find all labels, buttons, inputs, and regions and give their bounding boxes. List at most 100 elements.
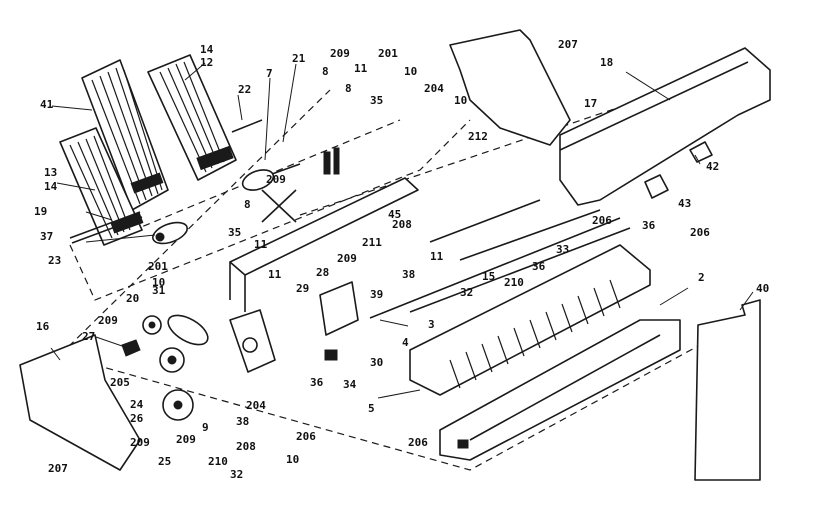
callout-label: 36 bbox=[532, 260, 546, 273]
callout-label: 210 bbox=[504, 276, 524, 289]
callout-label: 37 bbox=[40, 230, 53, 243]
callout-label: 11 bbox=[430, 250, 444, 263]
callout-label: 10 bbox=[454, 94, 467, 107]
callout-label: 15 bbox=[482, 270, 495, 283]
callout-label: 11 bbox=[254, 238, 268, 251]
callout-label: 41 bbox=[40, 98, 54, 111]
callout-label: 18 bbox=[600, 56, 613, 69]
callout-label: 206 bbox=[408, 436, 428, 449]
callout-label: 204 bbox=[246, 399, 266, 412]
bottom-tray-2 bbox=[439, 319, 681, 461]
callout-label: 8 bbox=[345, 82, 352, 95]
leader-lines bbox=[50, 62, 754, 399]
callout-label: 8 bbox=[244, 198, 251, 211]
clip-42 bbox=[689, 141, 713, 163]
callout-label: 27 bbox=[82, 330, 95, 343]
front-cover-5 bbox=[409, 244, 651, 396]
callout-label: 35 bbox=[370, 94, 383, 107]
callout-label: 10 bbox=[152, 276, 165, 289]
gear-24 bbox=[159, 347, 185, 373]
gear-25 bbox=[162, 389, 194, 421]
callout-label: 34 bbox=[343, 378, 357, 391]
callout-label: 25 bbox=[158, 455, 171, 468]
callout-label: 36 bbox=[642, 219, 656, 232]
ribbon-module-41 bbox=[81, 59, 169, 211]
callout-label: 35 bbox=[228, 226, 241, 239]
callout-label: 22 bbox=[238, 83, 251, 96]
shaft-19-37 bbox=[69, 211, 143, 244]
callout-label: 209 bbox=[330, 47, 350, 60]
callout-label: 206 bbox=[690, 226, 710, 239]
callout-label: 42 bbox=[706, 160, 719, 173]
callout-label: 207 bbox=[48, 462, 68, 475]
callout-label: 209 bbox=[176, 433, 196, 446]
callout-label: 38 bbox=[402, 268, 415, 281]
callout-label: 9 bbox=[202, 421, 209, 434]
callout-label: 32 bbox=[230, 468, 243, 481]
callout-label: 32 bbox=[460, 286, 473, 299]
callout-label: 201 bbox=[378, 47, 398, 60]
callout-label: 39 bbox=[370, 288, 383, 301]
callout-label: 5 bbox=[368, 402, 375, 415]
callout-label: 40 bbox=[756, 282, 769, 295]
clip-27 bbox=[121, 339, 141, 357]
callout-label: 3 bbox=[428, 318, 435, 331]
callout-label: 210 bbox=[208, 455, 228, 468]
callout-label: 26 bbox=[130, 412, 144, 425]
panel-40 bbox=[694, 299, 761, 481]
block-30 bbox=[324, 349, 338, 361]
callout-label: 43 bbox=[678, 197, 691, 210]
callout-label: 208 bbox=[392, 218, 412, 231]
callout-label: 212 bbox=[468, 130, 488, 143]
callout-label: 8 bbox=[322, 65, 329, 78]
bracket-8-209 bbox=[261, 147, 340, 223]
callout-label: 2 bbox=[698, 271, 705, 284]
callout-label: 204 bbox=[424, 82, 444, 95]
callout-label: 10 bbox=[286, 453, 299, 466]
side-cover-16 bbox=[19, 334, 141, 471]
callout-label: 14 bbox=[44, 180, 58, 193]
bracket-mechanism bbox=[229, 309, 276, 373]
callout-label: 211 bbox=[362, 236, 382, 249]
callout-label: 13 bbox=[44, 166, 57, 179]
callout-label: 30 bbox=[370, 356, 383, 369]
callout-label: 31 bbox=[152, 284, 166, 297]
pin-22 bbox=[231, 119, 263, 133]
callout-label: 11 bbox=[354, 62, 368, 75]
top-cover-18 bbox=[559, 47, 771, 206]
callout-label: 11 bbox=[268, 268, 282, 281]
callout-label: 19 bbox=[34, 205, 47, 218]
callout-label: 29 bbox=[296, 282, 309, 295]
callout-labels: 41 14 12 7 22 21 209 8 8 11 35 201 10 20… bbox=[34, 38, 769, 481]
callout-label: 209 bbox=[130, 436, 150, 449]
callout-label: 207 bbox=[558, 38, 578, 51]
bracket-29-39 bbox=[319, 281, 359, 336]
roller-23 bbox=[152, 221, 188, 245]
main-frame bbox=[229, 177, 419, 312]
callout-label: 201 bbox=[148, 260, 168, 273]
callout-label: 4 bbox=[402, 336, 409, 349]
callout-label: 205 bbox=[110, 376, 130, 389]
callout-label: 209 bbox=[98, 314, 118, 327]
callout-label: 33 bbox=[556, 243, 569, 256]
gear-20 bbox=[142, 315, 162, 335]
callout-label: 14 bbox=[200, 43, 214, 56]
callout-label: 206 bbox=[592, 214, 612, 227]
callout-label: 21 bbox=[292, 52, 306, 65]
lid-17 bbox=[449, 29, 571, 146]
ribbon-module-14-12 bbox=[147, 54, 237, 181]
callout-label: 209 bbox=[266, 173, 286, 186]
callout-label: 17 bbox=[584, 97, 597, 110]
callout-label: 12 bbox=[200, 56, 213, 69]
callout-label: 36 bbox=[310, 376, 324, 389]
clip-43 bbox=[644, 174, 669, 199]
rods bbox=[369, 199, 631, 319]
callout-label: 16 bbox=[36, 320, 50, 333]
callout-label: 45 bbox=[388, 208, 401, 221]
roller-7 bbox=[241, 163, 301, 191]
callout-label: 20 bbox=[126, 292, 139, 305]
callout-label: 38 bbox=[236, 415, 249, 428]
callout-label: 10 bbox=[404, 65, 417, 78]
